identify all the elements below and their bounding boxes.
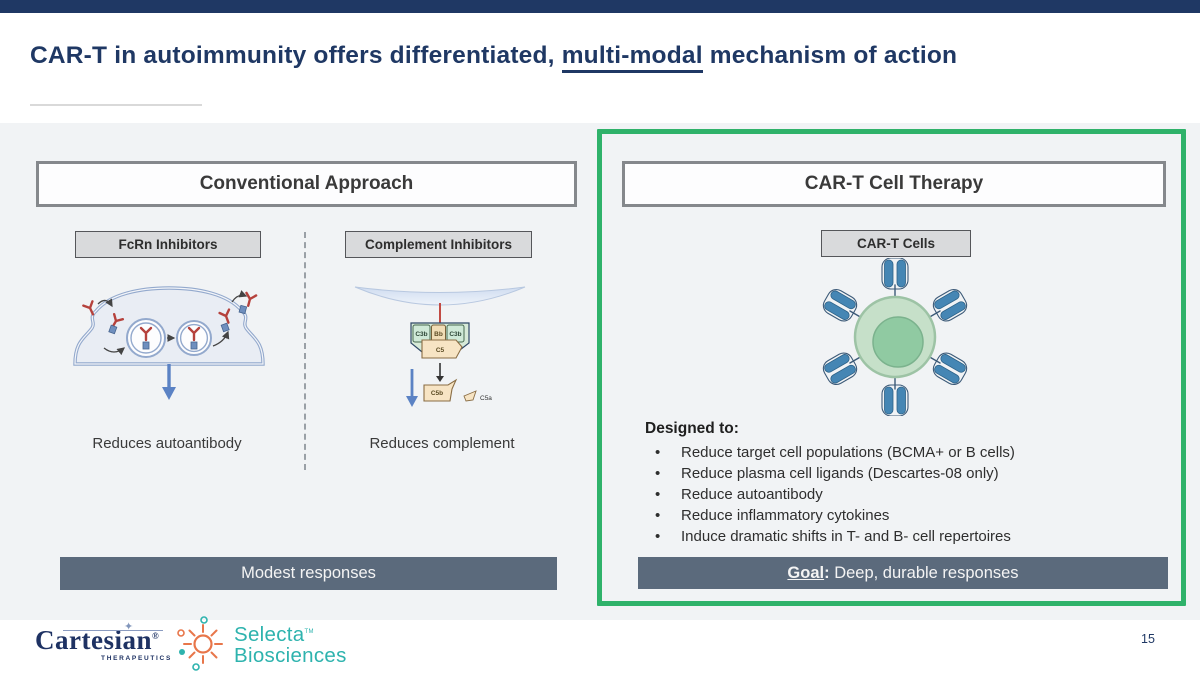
designed-to-heading: Designed to: — [645, 420, 1170, 438]
cart-panel-border — [597, 129, 1186, 606]
list-item: Induce dramatic shifts in T- and B- cell… — [645, 526, 1170, 547]
cartesian-wordmark: Cartesian® — [35, 625, 160, 655]
fcrn-inhibitors-label: FcRn Inhibitors — [118, 237, 218, 252]
title-post: mechanism of action — [702, 42, 958, 69]
bb-label: Bb — [434, 331, 443, 338]
reduction-arrow — [406, 369, 418, 407]
modest-responses-bar: Modest responses — [60, 557, 557, 590]
car-receptors — [822, 258, 968, 416]
reduction-arrow — [162, 364, 176, 400]
title-underlined: multi-modal — [561, 42, 703, 73]
goal-label: Goal — [787, 563, 825, 582]
complement-inhibitors-label: Complement Inhibitors — [364, 237, 512, 252]
designed-to-label: Designed to — [645, 420, 734, 437]
cartesian-logo-rule — [63, 630, 163, 631]
cartesian-therapeutics-label: THERAPEUTICS — [101, 655, 172, 662]
goal-colon: : — [824, 563, 830, 582]
fcrn-caption: Reduces autoantibody — [92, 435, 242, 452]
conventional-approach-header: Conventional Approach — [36, 161, 577, 207]
list-item: Reduce plasma cell ligands (Descartes-08… — [645, 463, 1170, 484]
cart-cell-diagram — [822, 258, 968, 416]
cartesian-logo: ✦ Cartesian® THERAPEUTICS — [35, 621, 175, 665]
list-item: Reduce inflammatory cytokines — [645, 505, 1170, 526]
c5b-label: C5b — [431, 390, 443, 397]
goal-text: Deep, durable responses — [829, 563, 1019, 582]
page-title: CAR-T in autoimmunity offers differentia… — [30, 42, 1170, 73]
c5-box: C5 — [421, 339, 463, 359]
fcrn-mechanism-diagram — [73, 286, 265, 400]
complement-caption: Reduces complement — [369, 435, 515, 452]
dashed-divider — [304, 232, 306, 470]
fcrn-inhibitors-box: FcRn Inhibitors — [75, 231, 261, 258]
list-item: Reduce autoantibody — [645, 484, 1170, 505]
cartesian-star-icon: ✦ — [124, 621, 134, 633]
modest-responses-label: Modest responses — [241, 564, 376, 582]
complement-inhibitors-box: Complement Inhibitors — [345, 231, 532, 258]
c3b-label: C3b — [415, 331, 427, 338]
antibody-icons — [82, 291, 258, 342]
trademark-mark: TM — [304, 629, 314, 636]
selecta-biosciences-label: Biosciences — [234, 643, 347, 667]
cart-cells-label: CAR-T Cells — [856, 236, 935, 251]
designed-to-list: Reduce target cell populations (BCMA+ or… — [645, 442, 1170, 547]
c5a-label: C5a — [480, 395, 492, 402]
membrane-arc — [354, 286, 526, 306]
fcrn-receptor-icons — [108, 304, 248, 350]
cleavage-arrow — [436, 363, 444, 382]
top-accent-bar — [0, 0, 1200, 13]
selecta-sun-icon — [177, 616, 223, 671]
registered-mark: ® — [151, 631, 160, 641]
c3b-label: C3b — [449, 331, 461, 338]
title-divider — [30, 104, 202, 106]
list-item: Reduce target cell populations (BCMA+ or… — [645, 442, 1170, 463]
c5-label: C5 — [436, 347, 445, 354]
selecta-logo: SelectaTM Biosciences — [176, 616, 347, 672]
page-number: 15 — [1141, 632, 1155, 646]
c5a-fragment: C5a — [463, 390, 492, 402]
c5b-box: C5b — [423, 378, 458, 402]
flow-arrows — [97, 290, 248, 356]
cart-therapy-header: CAR-T Cell Therapy — [622, 161, 1166, 207]
designed-to-colon: : — [733, 420, 739, 437]
complement-cascade-diagram: C3b Bb C3b C5 C5b C5a — [354, 286, 526, 407]
conventional-approach-label: Conventional Approach — [199, 173, 414, 194]
selecta-wordmark: SelectaTM Biosciences — [234, 622, 347, 667]
title-pre: CAR-T in autoimmunity offers differentia… — [30, 42, 562, 69]
cart-therapy-label: CAR-T Cell Therapy — [804, 173, 984, 194]
designed-to-block: Designed to: Reduce target cell populati… — [645, 420, 1170, 547]
goal-bar: Goal: Deep, durable responses — [638, 557, 1168, 589]
cart-cells-box: CAR-T Cells — [821, 230, 971, 257]
cell-nucleus — [872, 316, 924, 368]
